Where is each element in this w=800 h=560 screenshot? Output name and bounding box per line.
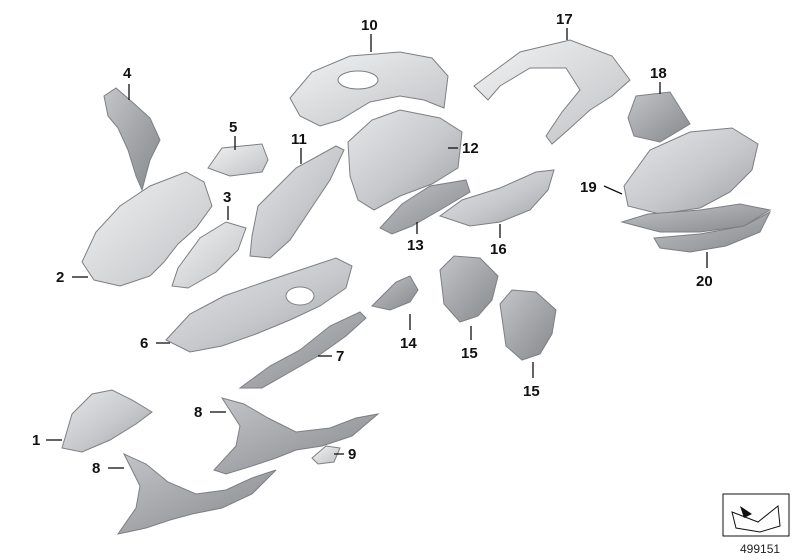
part-6-main-side-panel: [165, 257, 353, 353]
callout-3: 3: [223, 189, 231, 206]
callout-17: 17: [556, 11, 573, 28]
callout-9: 9: [348, 446, 356, 463]
callout-16: 16: [490, 241, 507, 258]
callout-14: 14: [400, 335, 417, 352]
callout-11: 11: [291, 131, 307, 148]
part-1-windshield: [61, 389, 153, 453]
part-20-trim-upper: [620, 203, 772, 233]
part-13-trim-strip: [379, 179, 471, 235]
callout-10: 10: [361, 17, 378, 34]
part-6-opening: [285, 286, 315, 306]
part-8-belly-pan-upper: [213, 397, 380, 475]
part-11-side-panel: [249, 145, 345, 259]
callout-6: 6: [140, 335, 148, 352]
part-19-case: [623, 127, 759, 215]
part-3-side-cover: [171, 221, 247, 289]
part-18-trim: [627, 91, 691, 143]
part-8-belly-pan-lower: [116, 452, 277, 535]
callout-19: 19: [580, 179, 597, 196]
part-14-cover: [371, 275, 419, 311]
leader-lines: [46, 28, 708, 469]
part-12-knee-panel: [347, 109, 463, 211]
callout-8a: 8: [194, 404, 202, 421]
part-15-guard-upper: [439, 255, 499, 323]
part-10-tank-cover: [289, 51, 449, 127]
callout-1: 1: [32, 432, 40, 449]
part-15-guard-lower: [499, 289, 557, 361]
part-2-lower-fairing: [81, 171, 213, 287]
part-10-filler-opening: [337, 70, 379, 90]
callout-2: 2: [56, 269, 64, 286]
callout-4: 4: [123, 65, 132, 82]
callout-13: 13: [407, 237, 424, 254]
callout-15b: 15: [523, 383, 540, 400]
callouts: 4 5 10 11 12 17 18 3 2 13 16 19 20 6 7 1…: [32, 11, 713, 477]
reference-number: 499151: [740, 542, 780, 556]
callout-12: 12: [462, 140, 479, 157]
part-17-rear-frame: [473, 39, 631, 145]
callout-5: 5: [229, 119, 237, 136]
callout-20: 20: [696, 273, 713, 290]
callout-18: 18: [650, 65, 667, 82]
part-9-cap: [311, 445, 341, 465]
part-7-lower-trim: [238, 311, 367, 389]
callout-15a: 15: [461, 345, 478, 362]
callout-7: 7: [336, 348, 344, 365]
callout-8b: 8: [92, 460, 100, 477]
part-20-trim-lower: [653, 210, 772, 253]
part-5-cover: [207, 143, 269, 177]
part-16-cover: [438, 169, 555, 227]
corner-fold-arrow-icon: [722, 493, 790, 537]
part-4-bracket: [103, 87, 161, 192]
